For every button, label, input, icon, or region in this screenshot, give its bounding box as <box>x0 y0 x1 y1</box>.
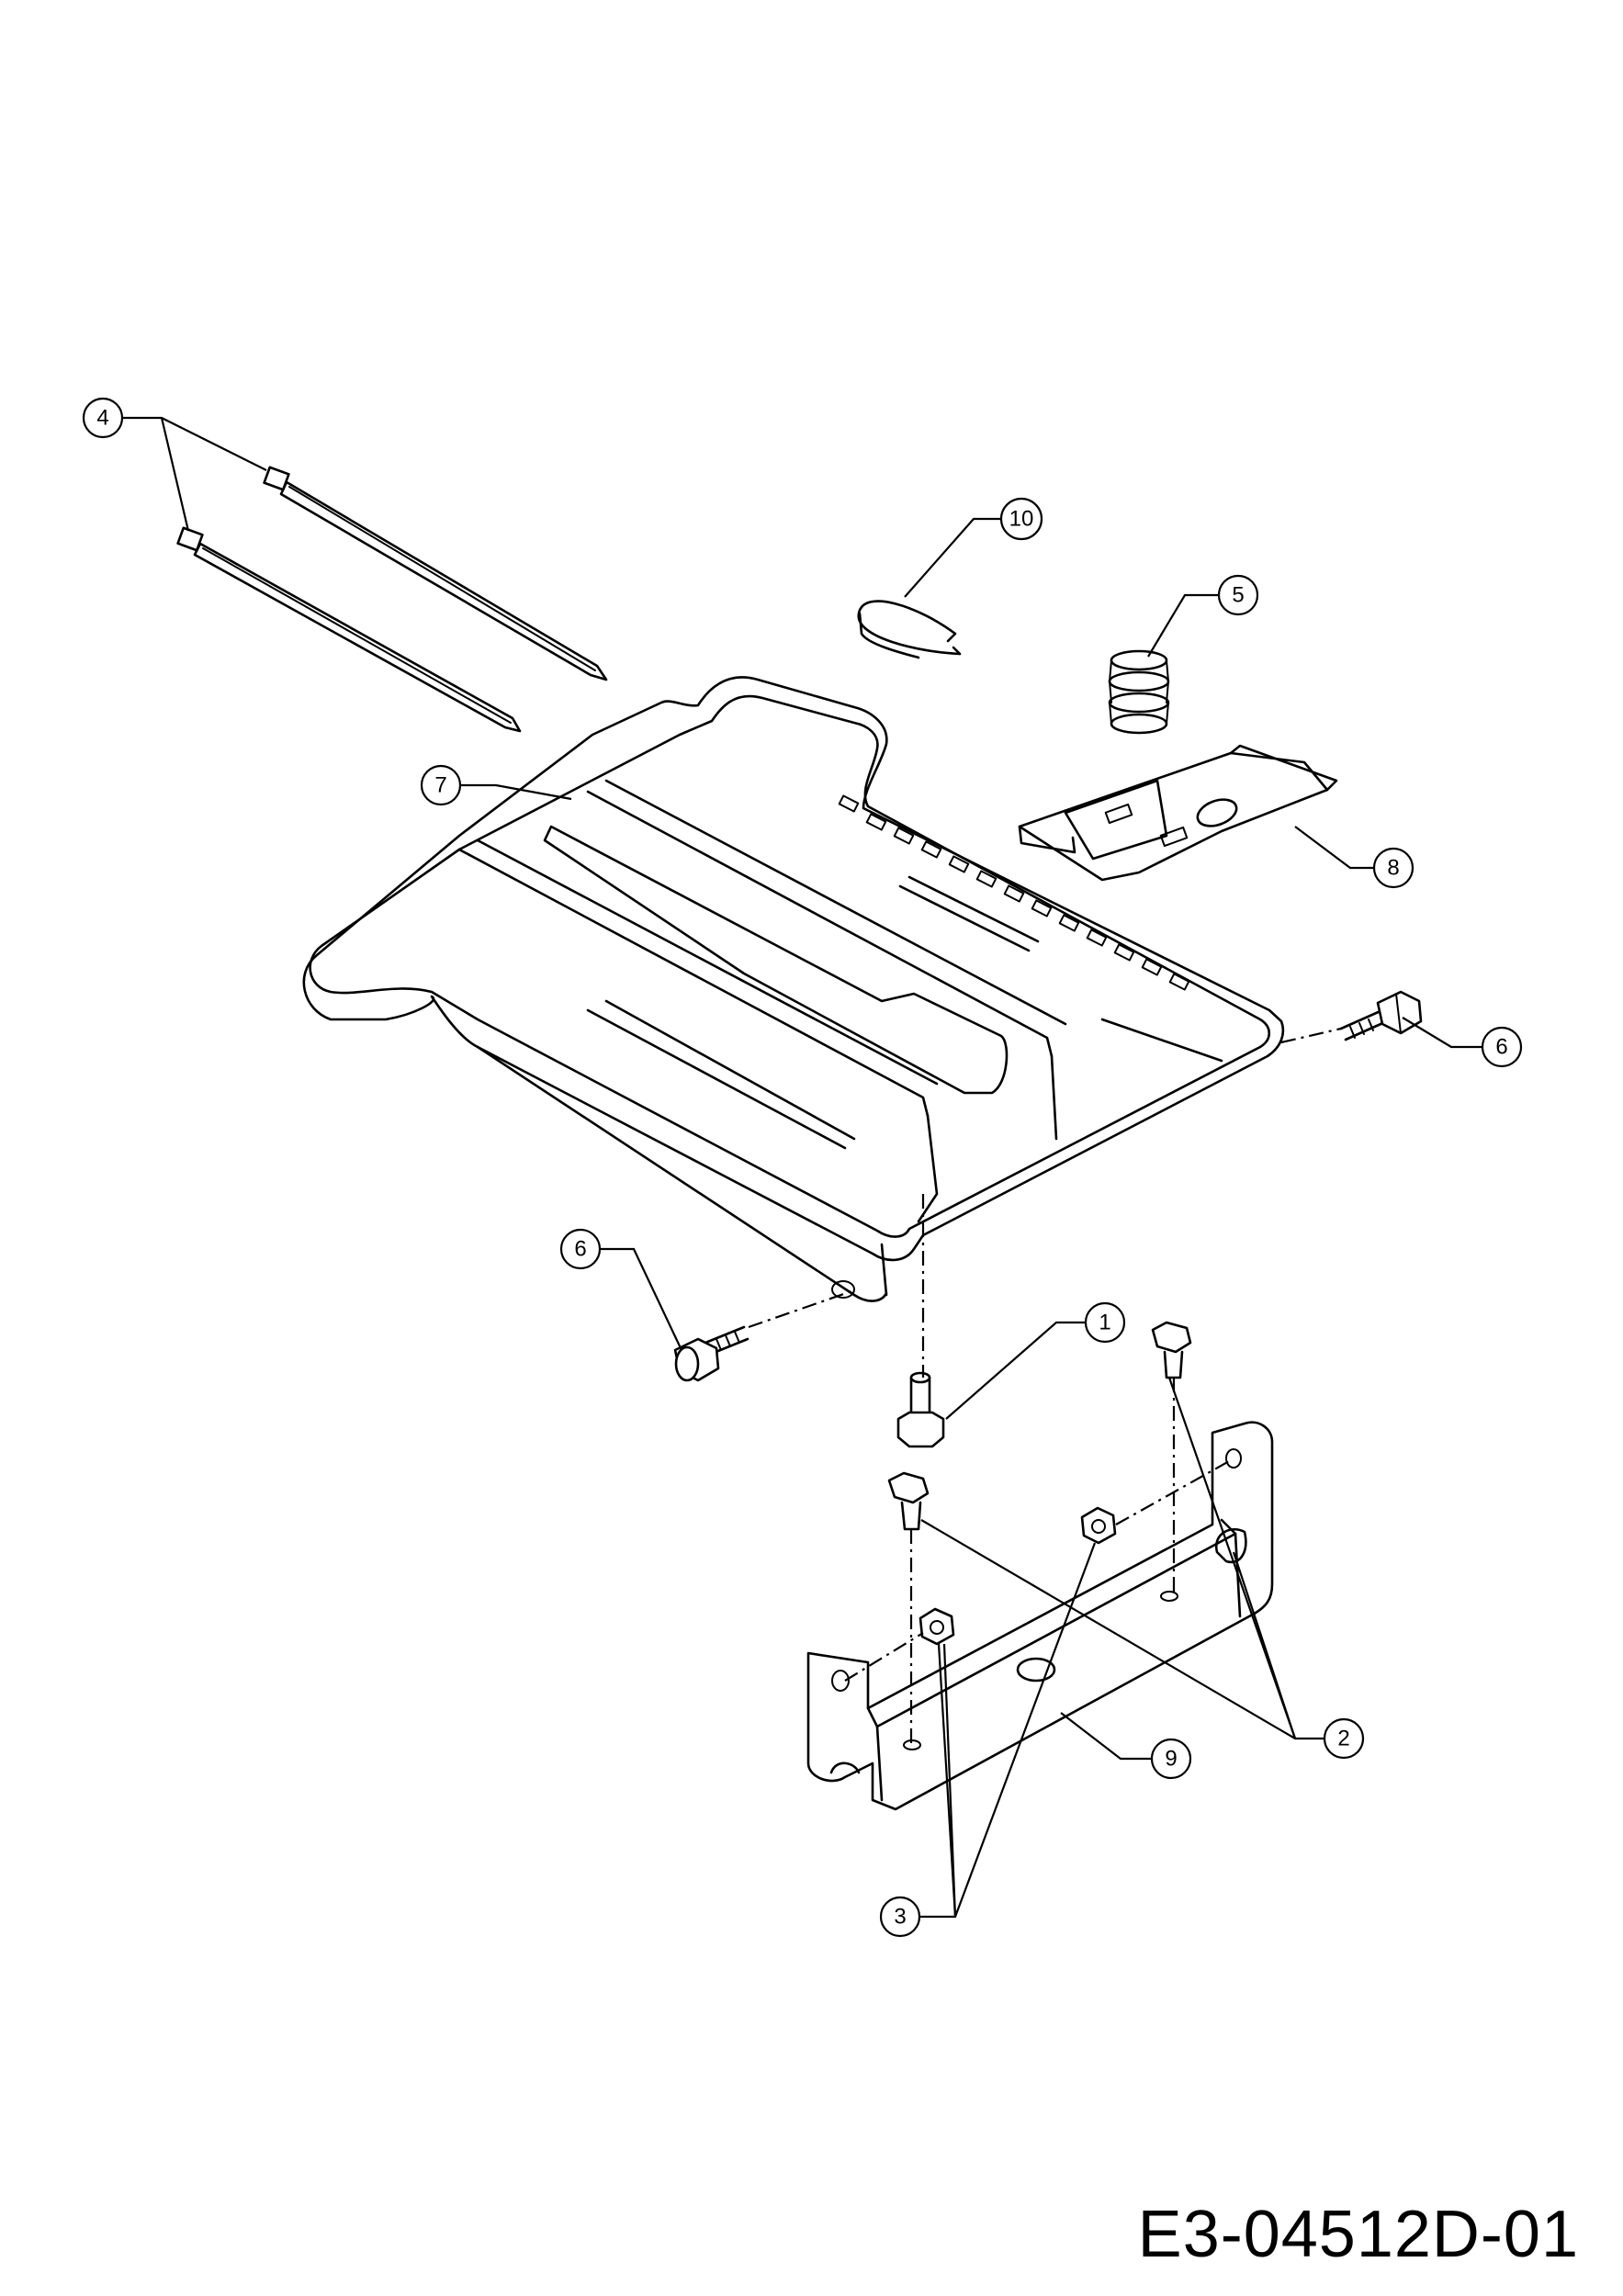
leader-lines <box>122 416 1482 1919</box>
callout-6-right: 6 <box>1481 1026 1523 1068</box>
svg-text:5: 5 <box>1232 583 1244 608</box>
callout-4: 4 <box>82 397 124 439</box>
svg-text:2: 2 <box>1337 1727 1349 1751</box>
drawing-code: E3-04512D-01 <box>1137 2198 1579 2271</box>
plate-vent-slots <box>838 794 1190 991</box>
callout-10: 10 <box>999 497 1043 541</box>
part-pivot-pin <box>896 1371 945 1448</box>
svg-text:4: 4 <box>96 406 108 431</box>
part-flange-nut-upper <box>1080 1506 1117 1545</box>
part-bolt-left <box>673 1325 750 1382</box>
part-latch-bracket <box>1018 744 1338 882</box>
svg-text:3: 3 <box>894 1905 906 1930</box>
callout-5: 5 <box>1217 574 1259 616</box>
part-flange-bolt-right <box>1151 1321 1192 1379</box>
part-cable-tie-upper <box>263 466 608 681</box>
callout-8: 8 <box>1372 847 1414 889</box>
callout-2: 2 <box>1323 1717 1365 1760</box>
svg-text:1: 1 <box>1099 1311 1110 1335</box>
part-flange-nut-lower <box>919 1607 955 1646</box>
callout-9: 9 <box>1150 1738 1192 1780</box>
callout-3: 3 <box>879 1896 921 1938</box>
svg-text:7: 7 <box>434 773 446 798</box>
part-cable-tie-lower <box>176 526 522 733</box>
callout-7: 7 <box>420 764 462 806</box>
callout-6-left: 6 <box>559 1228 602 1270</box>
assembly-lines <box>748 1027 1342 1745</box>
part-flange-bolt-left <box>887 1471 930 1531</box>
part-spring <box>1108 649 1170 735</box>
svg-text:10: 10 <box>1009 507 1034 532</box>
part-seat-plate <box>302 676 1285 1302</box>
part-clip <box>857 600 962 659</box>
svg-text:8: 8 <box>1387 856 1399 881</box>
svg-text:6: 6 <box>1495 1035 1507 1060</box>
svg-text:9: 9 <box>1165 1747 1177 1772</box>
part-bolt-right <box>1339 990 1423 1041</box>
part-mounting-bracket <box>806 1421 1274 1811</box>
svg-text:6: 6 <box>574 1237 586 1262</box>
callout-1: 1 <box>1084 1301 1126 1344</box>
